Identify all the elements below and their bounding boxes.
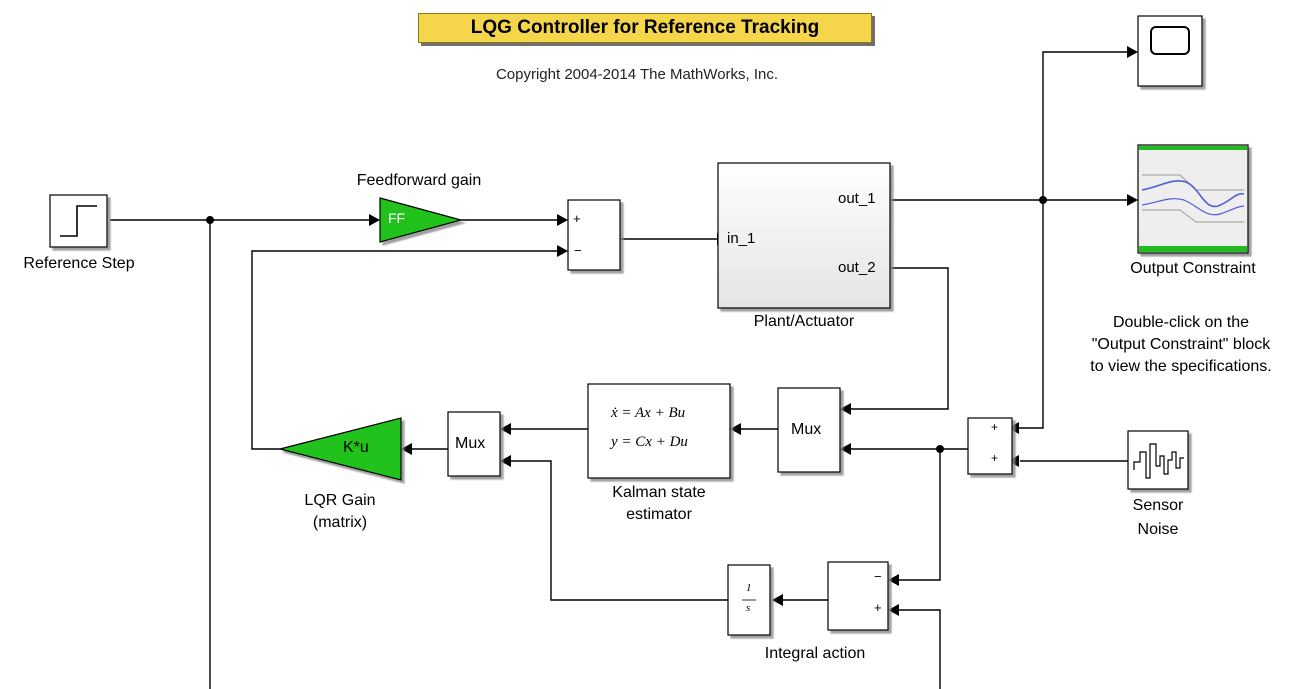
feedforward-gain-label: Feedforward gain (356, 172, 482, 189)
lqr-gain-label-line1: LQR Gain (304, 492, 376, 509)
plant-actuator-block[interactable] (717, 162, 891, 309)
scope-icon (1150, 26, 1190, 55)
arrow-scope-in (1127, 46, 1138, 58)
arrow-integral-plus (888, 604, 899, 616)
mux-block-right[interactable] (777, 387, 841, 473)
line-integrator-to-mux (510, 460, 728, 601)
arrow-kalman-in (730, 423, 741, 435)
integrator-numerator: 1 (746, 582, 752, 594)
arrow-mux-left-in2 (500, 455, 511, 467)
output-constraint-block[interactable] (1137, 144, 1249, 254)
note-line3: to view the specifications. (1090, 358, 1272, 375)
mux-right-text: Mux (791, 421, 822, 438)
note-line2: "Output Constraint" block (1091, 336, 1271, 353)
mux-block-left[interactable] (447, 411, 501, 477)
line-ref-to-integral (896, 609, 941, 689)
copyright-text: Copyright 2004-2014 The MathWorks, Inc. (495, 66, 779, 83)
line-out1-down (1012, 200, 1044, 429)
kalman-label-line2: estimator (626, 506, 692, 523)
noise-icon (1133, 443, 1184, 479)
arrow-mux-left-in1 (500, 423, 511, 435)
kalman-equation-1: ẋ = Ax + Bu (611, 405, 686, 421)
line-lqr-feedback (251, 250, 560, 450)
arrow-constraint-in (1127, 194, 1138, 206)
arrow-integral-minus (888, 574, 899, 586)
lqr-gain-text: K*u (343, 439, 369, 456)
kalman-estimator-block[interactable] (587, 383, 731, 479)
sum-noise-port2: + (991, 451, 999, 465)
step-icon (60, 205, 97, 237)
reference-step-label: Reference Step (23, 255, 135, 272)
sum-block-noise[interactable] (967, 417, 1013, 475)
arrow-integrator-in (772, 594, 783, 606)
note-line1: Double-click on the (1112, 314, 1250, 331)
plant-in-port: in_1 (727, 230, 756, 247)
mux-left-text: Mux (455, 435, 486, 452)
sum-integral-port2: + (874, 600, 882, 615)
arrow-sum-plus (557, 214, 568, 226)
reference-step-block[interactable] (49, 194, 108, 248)
feedforward-gain-text: FF (388, 210, 406, 226)
plant-out2-port: out_2 (838, 259, 876, 276)
junction-measurement (936, 445, 944, 453)
plant-label: Plant/Actuator (753, 313, 855, 330)
sum-top-port1: + (573, 211, 581, 226)
kalman-equation-2: y = Cx + Du (611, 434, 688, 450)
arrow-sum-minus (557, 245, 568, 257)
output-constraint-label: Output Constraint (1130, 260, 1256, 277)
line-out2-to-mux (850, 267, 949, 410)
feedforward-gain-block[interactable] (379, 197, 464, 243)
sensor-noise-label-line1: Sensor (1132, 497, 1184, 514)
sensor-noise-label-line2: Noise (1137, 521, 1179, 538)
lqr-gain-label-line2: (matrix) (312, 514, 368, 531)
arrowheads (369, 46, 1138, 616)
line-meas-to-integral (896, 449, 941, 581)
junction-dots (206, 196, 1047, 453)
sum-top-port2: − (574, 243, 582, 258)
diagram-title: LQG Controller for Reference Tracking (418, 13, 872, 43)
sum-noise-port1: + (991, 420, 999, 434)
plant-out1-port: out_1 (838, 190, 876, 207)
scope-block[interactable] (1137, 15, 1203, 87)
sum-integral-port1: − (874, 569, 882, 584)
signal-lines (110, 51, 1130, 689)
arrow-ff-in (369, 214, 380, 226)
sum-block-integral[interactable] (827, 561, 889, 631)
arrow-lqr-in (401, 443, 412, 455)
arrow-mux-right-in1 (840, 403, 851, 415)
junction-out1 (1039, 196, 1047, 204)
arrow-sumnoise-plus2 (1008, 455, 1019, 467)
kalman-label-line1: Kalman state (612, 484, 706, 501)
constraint-plot-icon (1139, 146, 1247, 252)
integrator-block[interactable] (727, 564, 771, 636)
sensor-noise-block[interactable] (1127, 430, 1189, 490)
line-out1-to-scope (1042, 51, 1130, 200)
arrow-sumnoise-plus1 (1008, 422, 1019, 434)
junction-reference (206, 216, 214, 224)
sum-block-top[interactable] (567, 199, 621, 271)
integrator-denominator: s (746, 602, 751, 614)
arrow-mux-right-in2 (840, 443, 851, 455)
integral-action-label: Integral action (764, 645, 866, 662)
lqr-gain-block[interactable] (279, 417, 402, 481)
